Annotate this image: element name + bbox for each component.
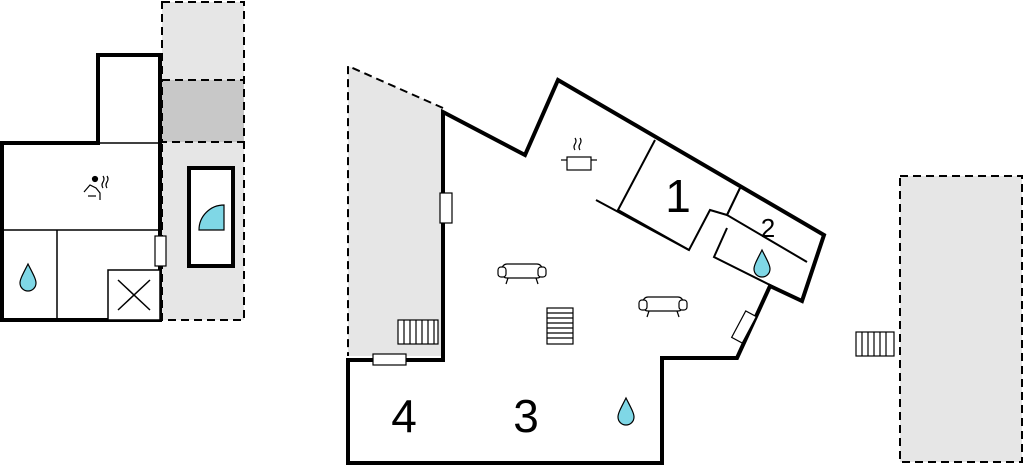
left-terrace [161,1,245,321]
radiator-icon [397,319,439,345]
shower-cabin [187,166,235,268]
water-drop-icon [19,262,37,292]
door-icon [730,310,758,344]
right-terrace [899,175,1023,463]
sauna-icon [83,175,109,200]
cooking-pot-icon [561,137,597,171]
middle-terrace [348,66,443,356]
water-drop-icon [617,396,635,426]
shower-icon [198,204,225,231]
armchair-icon [497,263,547,285]
door-icon [154,235,167,267]
room-label-1: 1 [665,170,691,222]
room-label-2: 2 [761,213,775,243]
middle-building [346,77,827,465]
left-building [0,53,167,322]
armchair-icon [638,296,688,318]
door-icon [439,192,453,224]
radiator-icon [855,331,895,357]
room-label-3: 3 [513,390,539,442]
water-drop-icon [753,248,771,278]
door-icon [372,353,407,366]
stairs-icon [546,307,574,345]
room-label-4: 4 [391,390,417,442]
